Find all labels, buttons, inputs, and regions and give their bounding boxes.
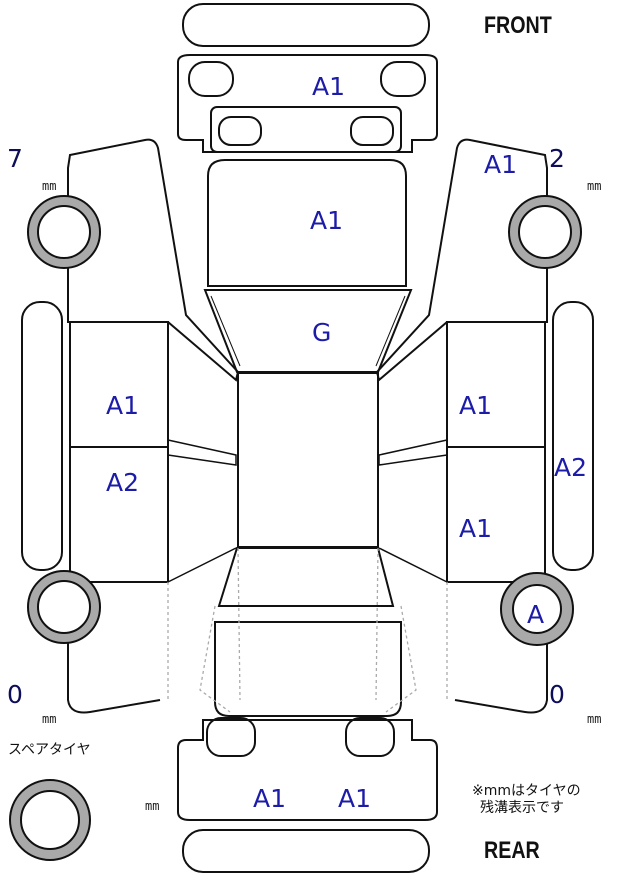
rear-right-light [345, 717, 395, 757]
tread-depth-front-left: 7 [7, 144, 23, 173]
front-grille [210, 106, 402, 153]
trunk [214, 621, 402, 717]
front-label: FRONT [484, 12, 552, 39]
left-front-wheel [27, 195, 101, 269]
grade-right-rear-door: A1 [459, 514, 493, 543]
left-front-door [69, 321, 169, 448]
grade-hood: A1 [310, 206, 344, 235]
grade-windshield: G [312, 318, 332, 347]
right-rear-quarter [454, 582, 548, 714]
unit-rear-right: mm [587, 712, 602, 726]
rear-outer-bar [182, 829, 430, 873]
left-front-fender [67, 138, 240, 382]
grade-rear-bumper-left: A1 [253, 784, 287, 813]
rear-left-light [206, 717, 256, 757]
spare-tire [9, 779, 91, 861]
rear-label: REAR [484, 837, 540, 864]
windshield [203, 289, 413, 373]
roof [237, 372, 379, 548]
front-left-fog-light [218, 116, 262, 146]
tread-note-line2: 残溝表示です [480, 800, 564, 816]
unit-rear-left: mm [42, 712, 57, 726]
grade-right-rocker: A2 [554, 453, 588, 482]
grade-left-front-door: A1 [106, 391, 140, 420]
front-bumper [177, 54, 438, 153]
grade-right-front-door: A1 [459, 391, 493, 420]
left-rocker-panel [21, 301, 63, 571]
front-right-light [380, 61, 426, 97]
unit-spare: mm [145, 799, 160, 813]
tread-depth-rear-left: 0 [7, 680, 23, 709]
rear-bumper [177, 719, 438, 821]
grade-right-front-fender: A1 [484, 150, 518, 179]
front-left-light [188, 61, 234, 97]
unit-front-right: mm [587, 179, 602, 193]
tread-note-line1: ※mmはタイヤの [472, 783, 581, 799]
spare-tire-label: スペアタイヤ [8, 742, 91, 758]
right-rocker-panel [552, 301, 594, 571]
grade-left-rear-door: A2 [106, 468, 140, 497]
right-rear-wheel [500, 572, 574, 646]
right-front-door [446, 321, 546, 448]
hood [207, 159, 407, 287]
left-rear-quarter [67, 582, 161, 714]
front-right-fog-light [350, 116, 394, 146]
left-rear-door [69, 446, 169, 583]
unit-front-left: mm [42, 179, 57, 193]
tread-depth-front-right: 2 [549, 144, 565, 173]
grade-right-rear-wheel: A [527, 600, 545, 629]
right-front-wheel [508, 195, 582, 269]
tread-depth-rear-right: 0 [549, 680, 565, 709]
left-rear-wheel [27, 570, 101, 644]
grade-rear-bumper-right: A1 [338, 784, 372, 813]
right-rear-door [446, 446, 546, 583]
rear-glass [217, 547, 395, 607]
grade-front-bumper: A1 [312, 72, 346, 101]
front-outer-bar [182, 3, 430, 47]
